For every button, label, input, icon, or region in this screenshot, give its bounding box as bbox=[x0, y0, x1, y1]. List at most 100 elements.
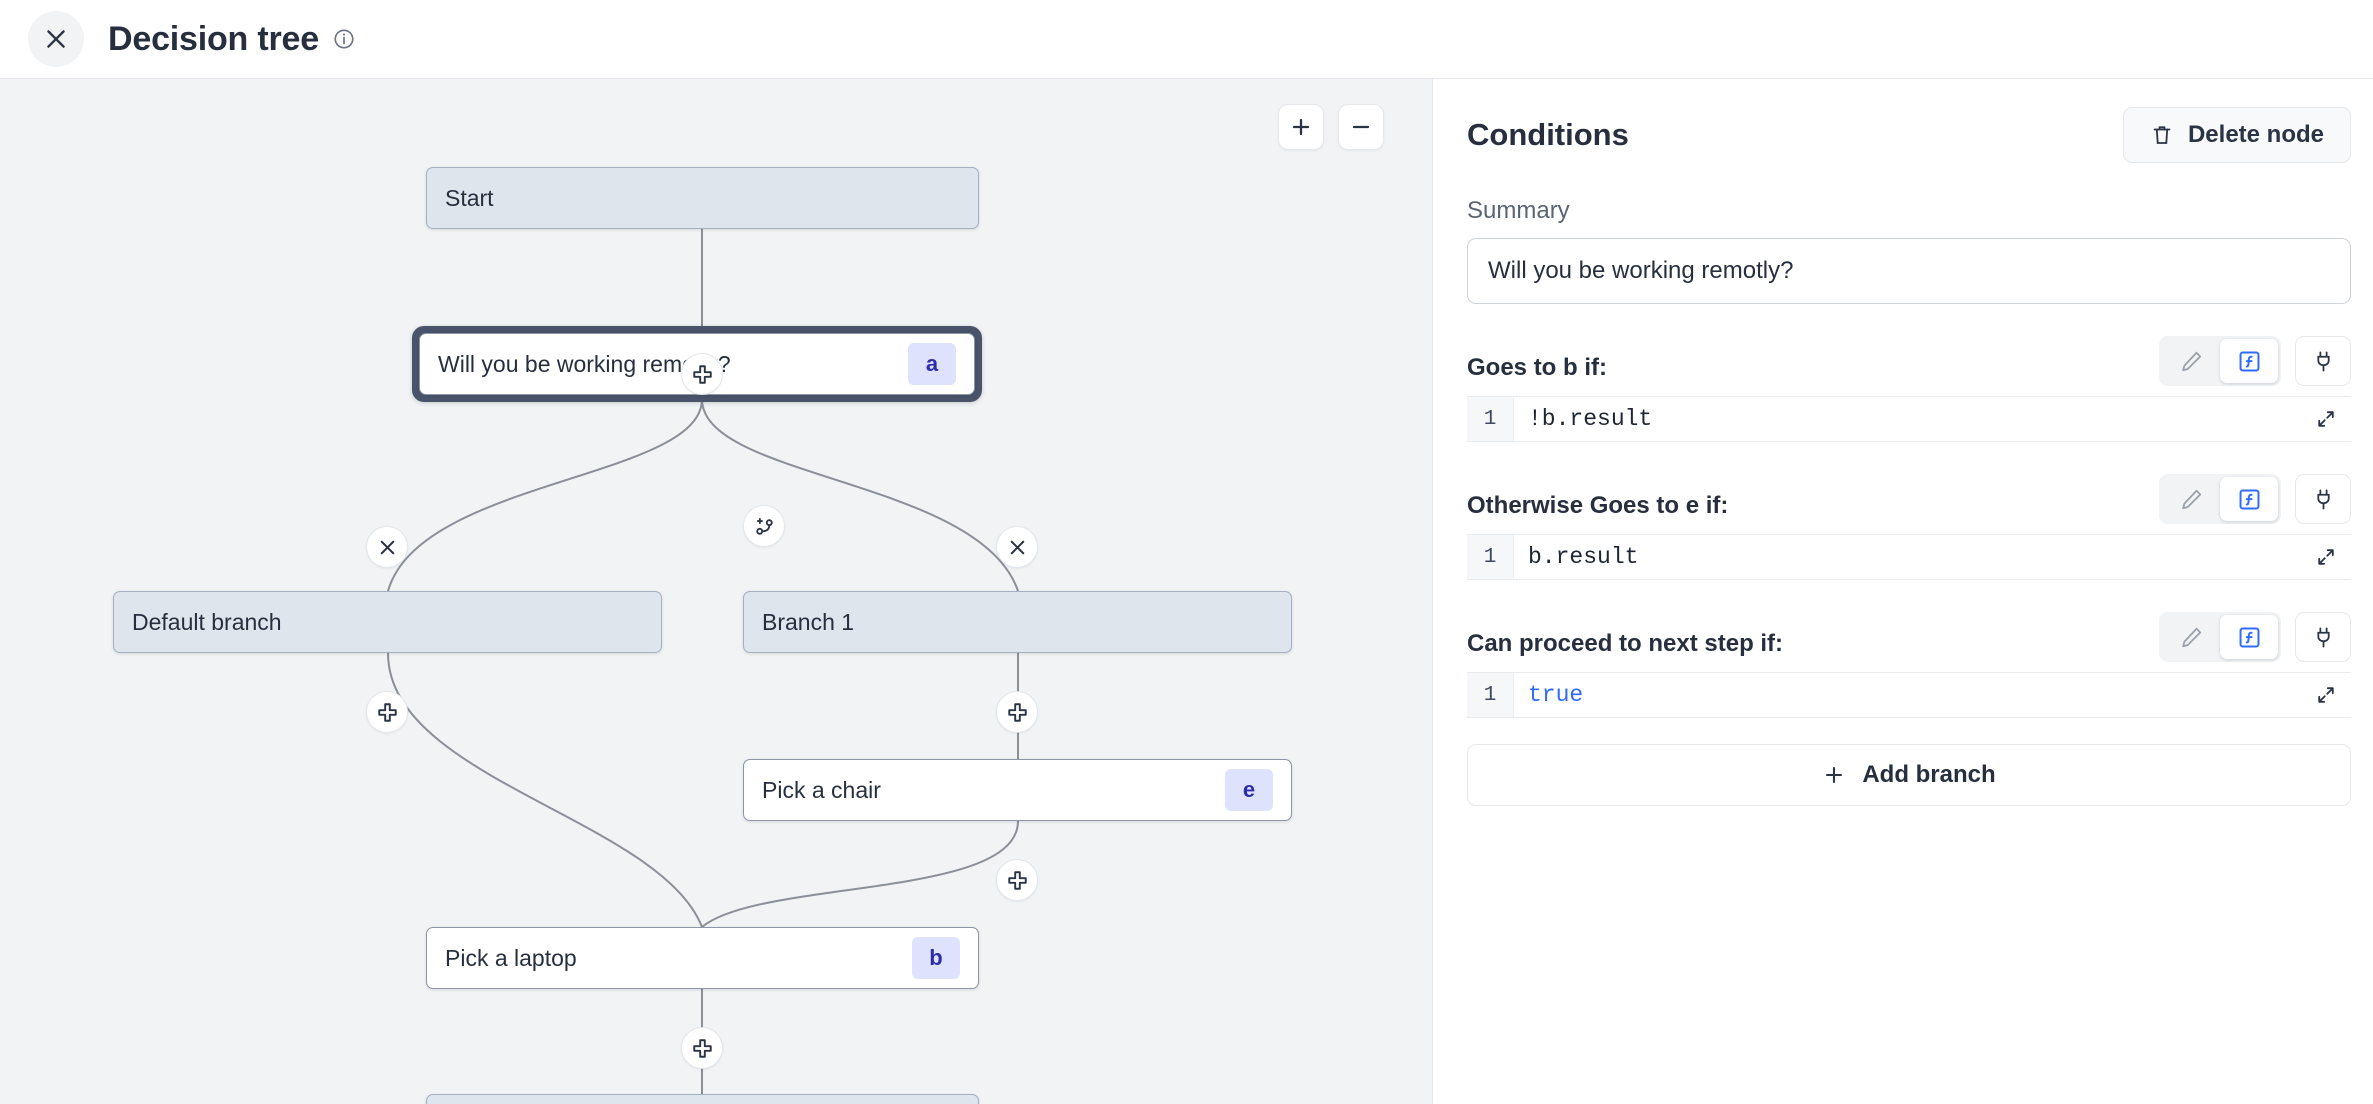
connect-variable-button[interactable] bbox=[2295, 612, 2351, 662]
flow-node-pick-a-laptop[interactable]: Pick a laptop b bbox=[426, 927, 979, 989]
node-label: Branch 1 bbox=[762, 608, 855, 635]
condition-block-can-proceed: Can proceed to next step if: bbox=[1467, 610, 2351, 718]
flow-node-pick-a-chair[interactable]: Pick a chair e bbox=[743, 759, 1292, 821]
function-icon bbox=[2239, 627, 2259, 647]
flow-node-start[interactable]: Start bbox=[426, 167, 979, 229]
add-node-handle-after-pick-a-laptop[interactable] bbox=[681, 1027, 723, 1069]
line-number: 1 bbox=[1467, 673, 1513, 717]
expand-editor-button[interactable] bbox=[2307, 538, 2345, 576]
zoom-in-button[interactable] bbox=[1278, 104, 1324, 150]
code-editor[interactable]: 1 b.result bbox=[1467, 534, 2351, 580]
pencil-icon bbox=[2181, 489, 2201, 509]
node-label: Start bbox=[445, 184, 494, 211]
close-icon bbox=[380, 540, 394, 554]
condition-label: Otherwise Goes to e if: bbox=[1467, 492, 1729, 519]
pencil-mode-button[interactable] bbox=[2162, 615, 2220, 659]
flow-canvas[interactable]: Start Will you be working remotly? a Def… bbox=[0, 79, 1433, 1104]
condition-tools bbox=[2159, 336, 2351, 386]
flow-node-default-branch[interactable]: Default branch bbox=[113, 591, 662, 653]
delete-node-button[interactable]: Delete node bbox=[2122, 107, 2351, 163]
close-button[interactable] bbox=[28, 11, 84, 67]
close-icon bbox=[1010, 540, 1024, 554]
add-node-handle-after-pick-a-chair[interactable] bbox=[996, 859, 1038, 901]
plug-icon bbox=[2316, 350, 2330, 372]
editor-mode-toggle bbox=[2159, 336, 2281, 386]
function-mode-button[interactable] bbox=[2220, 615, 2278, 659]
condition-block-goes-to-b: Goes to b if: bbox=[1467, 334, 2351, 442]
add-branch-button[interactable]: Add branch bbox=[1467, 744, 2351, 806]
editor-mode-toggle bbox=[2159, 474, 2281, 524]
condition-tools bbox=[2159, 612, 2351, 662]
pencil-icon bbox=[2181, 627, 2201, 647]
summary-label: Summary bbox=[1467, 197, 1570, 224]
plus-node-icon bbox=[1007, 702, 1027, 722]
condition-label: Can proceed to next step if: bbox=[1467, 630, 1784, 657]
code-content[interactable]: !b.result bbox=[1513, 397, 2351, 441]
info-icon[interactable] bbox=[333, 28, 355, 50]
plus-node-icon bbox=[377, 702, 397, 722]
condition-tools bbox=[2159, 474, 2351, 524]
plus-icon bbox=[1826, 766, 1843, 784]
node-label: Default branch bbox=[132, 608, 282, 635]
condition-header: Can proceed to next step if: bbox=[1467, 610, 2351, 662]
flow-node-question[interactable]: Will you be working remotly? a bbox=[419, 333, 975, 395]
function-mode-button[interactable] bbox=[2220, 339, 2278, 383]
expand-icon bbox=[2318, 687, 2334, 703]
summary-input[interactable] bbox=[1467, 238, 2351, 304]
summary-field-group: Summary bbox=[1467, 197, 2351, 304]
pencil-icon bbox=[2181, 351, 2201, 371]
page-title: Decision tree bbox=[108, 19, 319, 58]
expand-icon bbox=[2318, 549, 2334, 565]
zoom-out-button[interactable] bbox=[1338, 104, 1384, 150]
plug-icon bbox=[2316, 626, 2330, 648]
function-icon bbox=[2239, 489, 2259, 509]
panel-title: Conditions bbox=[1467, 117, 1629, 152]
pencil-mode-button[interactable] bbox=[2162, 477, 2220, 521]
code-editor[interactable]: 1 !b.result bbox=[1467, 396, 2351, 442]
connect-variable-button[interactable] bbox=[2295, 336, 2351, 386]
remove-branch-1-handle[interactable] bbox=[996, 526, 1038, 568]
line-number: 1 bbox=[1467, 535, 1513, 579]
pencil-mode-button[interactable] bbox=[2162, 339, 2220, 383]
add-node-handle-after-default-branch[interactable] bbox=[366, 691, 408, 733]
add-node-handle-after-start[interactable] bbox=[681, 353, 723, 395]
conditions-panel: Conditions Delete node Summary Goes to b… bbox=[1434, 79, 2373, 1104]
node-label: Will you be working remotly? bbox=[438, 350, 731, 377]
flow-node-end[interactable]: End bbox=[426, 1094, 979, 1104]
code-content[interactable]: true bbox=[1513, 673, 2351, 717]
branch-split-handle[interactable] bbox=[743, 505, 785, 547]
close-icon bbox=[47, 30, 65, 48]
trash-icon bbox=[2153, 126, 2171, 144]
node-label: Pick a laptop bbox=[445, 944, 577, 971]
zoom-controls bbox=[1278, 104, 1384, 150]
function-mode-button[interactable] bbox=[2220, 477, 2278, 521]
condition-block-otherwise-goes-to-e: Otherwise Goes to e if: bbox=[1467, 472, 2351, 580]
remove-default-branch-handle[interactable] bbox=[366, 526, 408, 568]
branch-split-icon bbox=[755, 517, 773, 535]
minus-icon bbox=[1352, 125, 1370, 129]
editor-mode-toggle bbox=[2159, 612, 2281, 662]
plus-node-icon bbox=[1007, 870, 1027, 890]
expand-editor-button[interactable] bbox=[2307, 676, 2345, 714]
expand-editor-button[interactable] bbox=[2307, 400, 2345, 438]
condition-header: Otherwise Goes to e if: bbox=[1467, 472, 2351, 524]
condition-label: Goes to b if: bbox=[1467, 354, 1607, 381]
function-icon bbox=[2239, 351, 2259, 371]
connect-variable-button[interactable] bbox=[2295, 474, 2351, 524]
line-number: 1 bbox=[1467, 397, 1513, 441]
code-editor[interactable]: 1 true bbox=[1467, 672, 2351, 718]
plus-node-icon bbox=[692, 1038, 712, 1058]
panel-header: Conditions Delete node bbox=[1467, 107, 2351, 163]
code-content[interactable]: b.result bbox=[1513, 535, 2351, 579]
condition-header: Goes to b if: bbox=[1467, 334, 2351, 386]
plug-icon bbox=[2316, 488, 2330, 510]
add-branch-label: Add branch bbox=[1862, 761, 1996, 788]
plus-node-icon bbox=[692, 364, 712, 384]
delete-node-label: Delete node bbox=[2187, 121, 2324, 148]
plus-icon bbox=[1292, 118, 1310, 136]
add-node-handle-after-branch-1[interactable] bbox=[996, 691, 1038, 733]
node-badge: b bbox=[912, 937, 960, 979]
flow-node-branch-1[interactable]: Branch 1 bbox=[743, 591, 1292, 653]
app-header: Decision tree bbox=[0, 0, 2373, 79]
expand-icon bbox=[2318, 411, 2334, 427]
